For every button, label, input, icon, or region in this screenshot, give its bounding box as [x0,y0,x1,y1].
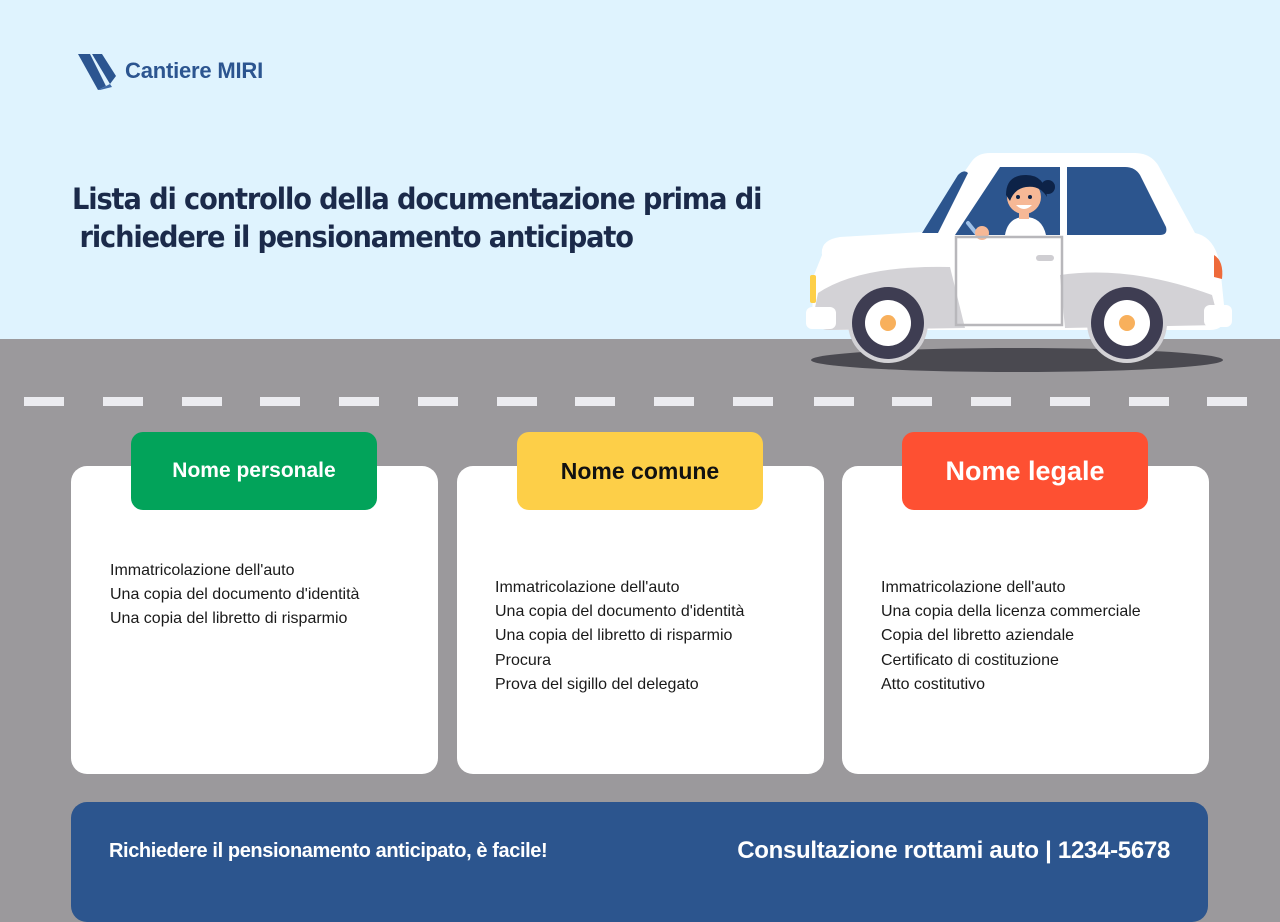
car-with-smiling-driver-icon [806,153,1232,372]
card-nome-personale [71,466,438,774]
lane-dash [654,397,694,406]
lane-dash [892,397,932,406]
title-line-2: richiedere il pensionamento anticipato [79,220,634,254]
list-item: Immatricolazione dell'auto [495,579,680,596]
list-item: Certificato di costituzione [881,651,1059,669]
list-item: Una copia del libretto di risparmio [495,627,733,645]
list-item: Una copia della licenza commerciale [881,603,1141,621]
brand-name: Cantiere MIRI [125,58,263,83]
list-item: Copia del libretto aziendale [881,627,1075,645]
list-item: Prova del sigillo del delegato [495,675,699,693]
card-tab-nome-personale: Nome personale [131,432,377,510]
lane-dash [733,397,773,406]
lane-dash [971,397,1011,406]
lane-dash [260,397,300,406]
lane-markings [0,397,1280,406]
lane-dash [1050,397,1090,406]
card-nome-comune [457,466,824,774]
lane-dash [1207,397,1247,406]
list-item: Una copia del documento d'identità [110,586,360,604]
list-item: Immatricolazione dell'auto [881,579,1066,596]
lane-dash [103,397,143,406]
page-title: Lista di controllo della documentazione … [72,180,786,256]
checklist-nome-comune: Immatricolazione dell'auto Una copia del… [495,576,744,697]
card-label: Nome personale [172,459,336,482]
lane-dash [182,397,222,406]
folded-chevron-logo-icon [78,54,116,90]
lane-dash [497,397,537,406]
lane-dash [24,397,64,406]
list-item: Una copia del libretto di risparmio [110,610,348,628]
lane-dash [418,397,458,406]
list-item: Atto costitutivo [881,675,986,693]
card-tab-nome-legale: Nome legale [902,432,1148,510]
title-line-1: Lista di controllo della documentazione … [72,182,762,216]
lane-dash [814,397,854,406]
footer-tagline: Richiedere il pensionamento anticipato, … [109,840,548,862]
list-item: Immatricolazione dell'auto [110,562,295,579]
card-tab-nome-comune: Nome comune [517,432,763,510]
card-nome-legale [842,466,1209,774]
checklist-nome-legale: Immatricolazione dell'auto Una copia del… [881,576,1141,697]
card-label: Nome comune [560,457,720,484]
footer-contact[interactable]: Consultazione rottami auto | 1234-5678 [737,837,1170,864]
lane-dash [575,397,615,406]
lane-dash [1129,397,1169,406]
checklist-nome-personale: Immatricolazione dell'auto Una copia del… [110,559,359,632]
footer-banner: Richiedere il pensionamento anticipato, … [71,802,1208,922]
list-item: Procura [495,651,552,669]
card-label: Nome legale [945,455,1105,486]
brand-logo[interactable]: Cantiere MIRI [76,52,263,90]
lane-dash [339,397,379,406]
list-item: Una copia del documento d'identità [495,603,745,621]
